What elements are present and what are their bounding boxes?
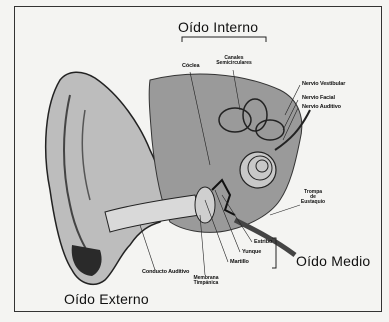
label-nervio-facial: Nervio Facial	[302, 96, 335, 102]
label-trompa: Trompa de Eustaquio	[298, 190, 328, 205]
middle-ear-title: Oído Medio	[296, 254, 370, 268]
label-yunque: Yunque	[242, 250, 261, 256]
cochlea-spiral	[240, 152, 276, 188]
label-estribo: Estribo	[254, 240, 272, 246]
inner-ear-bracket	[182, 37, 266, 42]
label-canales: Canales Semicirculares	[216, 56, 252, 66]
outer-ear-title: Oído Externo	[64, 292, 149, 306]
label-conducto-auditivo: Conducto Auditivo	[142, 270, 189, 276]
label-membrana: Membrana Timpánica	[188, 276, 224, 286]
label-nervio-auditivo: Nervio Auditivo	[302, 105, 341, 111]
label-coclea: Cóclea	[182, 64, 199, 70]
label-martillo: Martillo	[230, 260, 249, 266]
eardrum	[195, 187, 215, 223]
inner-ear-title: Oído Interno	[178, 20, 258, 34]
label-nervio-vestibular: Nervio Vestibular	[302, 82, 345, 88]
